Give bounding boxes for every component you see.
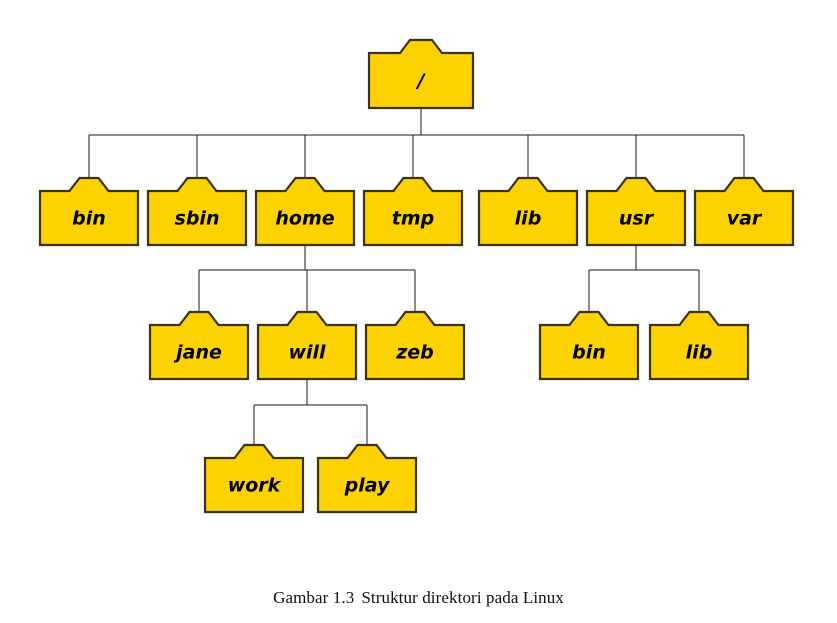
folder-node-var[interactable]: var	[693, 176, 795, 247]
tree-canvas: / bin sbin home tmp lib usr var jane will zeb bin li…	[38, 38, 795, 514]
folder-icon	[256, 310, 358, 381]
folder-icon	[585, 176, 687, 247]
folder-node-usr-lib[interactable]: lib	[648, 310, 750, 381]
folder-node-lib[interactable]: lib	[477, 176, 579, 247]
folder-label-jane: jane	[173, 342, 222, 364]
folder-label-sbin: sbin	[175, 208, 220, 230]
figure-caption: Gambar 1.3 Struktur direktori pada Linux	[0, 588, 837, 608]
folder-icon	[362, 176, 464, 247]
folder-label-var: var	[727, 208, 763, 230]
folder-node-play[interactable]: play	[316, 443, 418, 514]
folder-icon	[477, 176, 579, 247]
folder-label-work: work	[228, 475, 282, 497]
folder-node-usr-bin[interactable]: bin	[538, 310, 640, 381]
folder-node-jane[interactable]: jane	[148, 310, 250, 381]
folder-label-usr: usr	[619, 208, 655, 230]
folder-icon	[38, 176, 140, 247]
folder-icon	[254, 176, 356, 247]
folder-icon	[146, 176, 248, 247]
folder-icon	[316, 443, 418, 514]
figure-number: Gambar 1.3	[273, 588, 355, 607]
folder-nodes: / bin sbin home tmp lib usr var jane will zeb bin li…	[38, 38, 795, 514]
folder-icon	[203, 443, 305, 514]
folder-icon	[148, 310, 250, 381]
folder-node-home[interactable]: home	[254, 176, 356, 247]
folder-icon	[364, 310, 466, 381]
folder-icon	[538, 310, 640, 381]
folder-node-bin[interactable]: bin	[38, 176, 140, 247]
folder-icon	[693, 176, 795, 247]
folder-label-tmp: tmp	[392, 208, 434, 230]
folder-label-usr-lib: lib	[686, 342, 713, 364]
folder-node-will[interactable]: will	[256, 310, 358, 381]
folder-label-root: /	[416, 70, 427, 92]
folder-node-sbin[interactable]: sbin	[146, 176, 248, 247]
folder-label-zeb: zeb	[395, 342, 434, 364]
folder-icon	[367, 38, 475, 110]
connector-lines	[88, 108, 745, 445]
folder-node-usr[interactable]: usr	[585, 176, 687, 247]
folder-icon	[648, 310, 750, 381]
folder-node-tmp[interactable]: tmp	[362, 176, 464, 247]
folder-label-lib: lib	[515, 208, 542, 230]
folder-node-zeb[interactable]: zeb	[364, 310, 466, 381]
folder-label-bin: bin	[72, 208, 106, 230]
folder-label-home: home	[275, 208, 334, 230]
folder-label-play: play	[344, 475, 391, 497]
folder-node-work[interactable]: work	[203, 443, 305, 514]
folder-label-will: will	[288, 342, 326, 364]
folder-node-root[interactable]: /	[367, 38, 475, 110]
figure-caption-text: Struktur direktori pada Linux	[361, 588, 564, 607]
folder-label-usr-bin: bin	[572, 342, 606, 364]
